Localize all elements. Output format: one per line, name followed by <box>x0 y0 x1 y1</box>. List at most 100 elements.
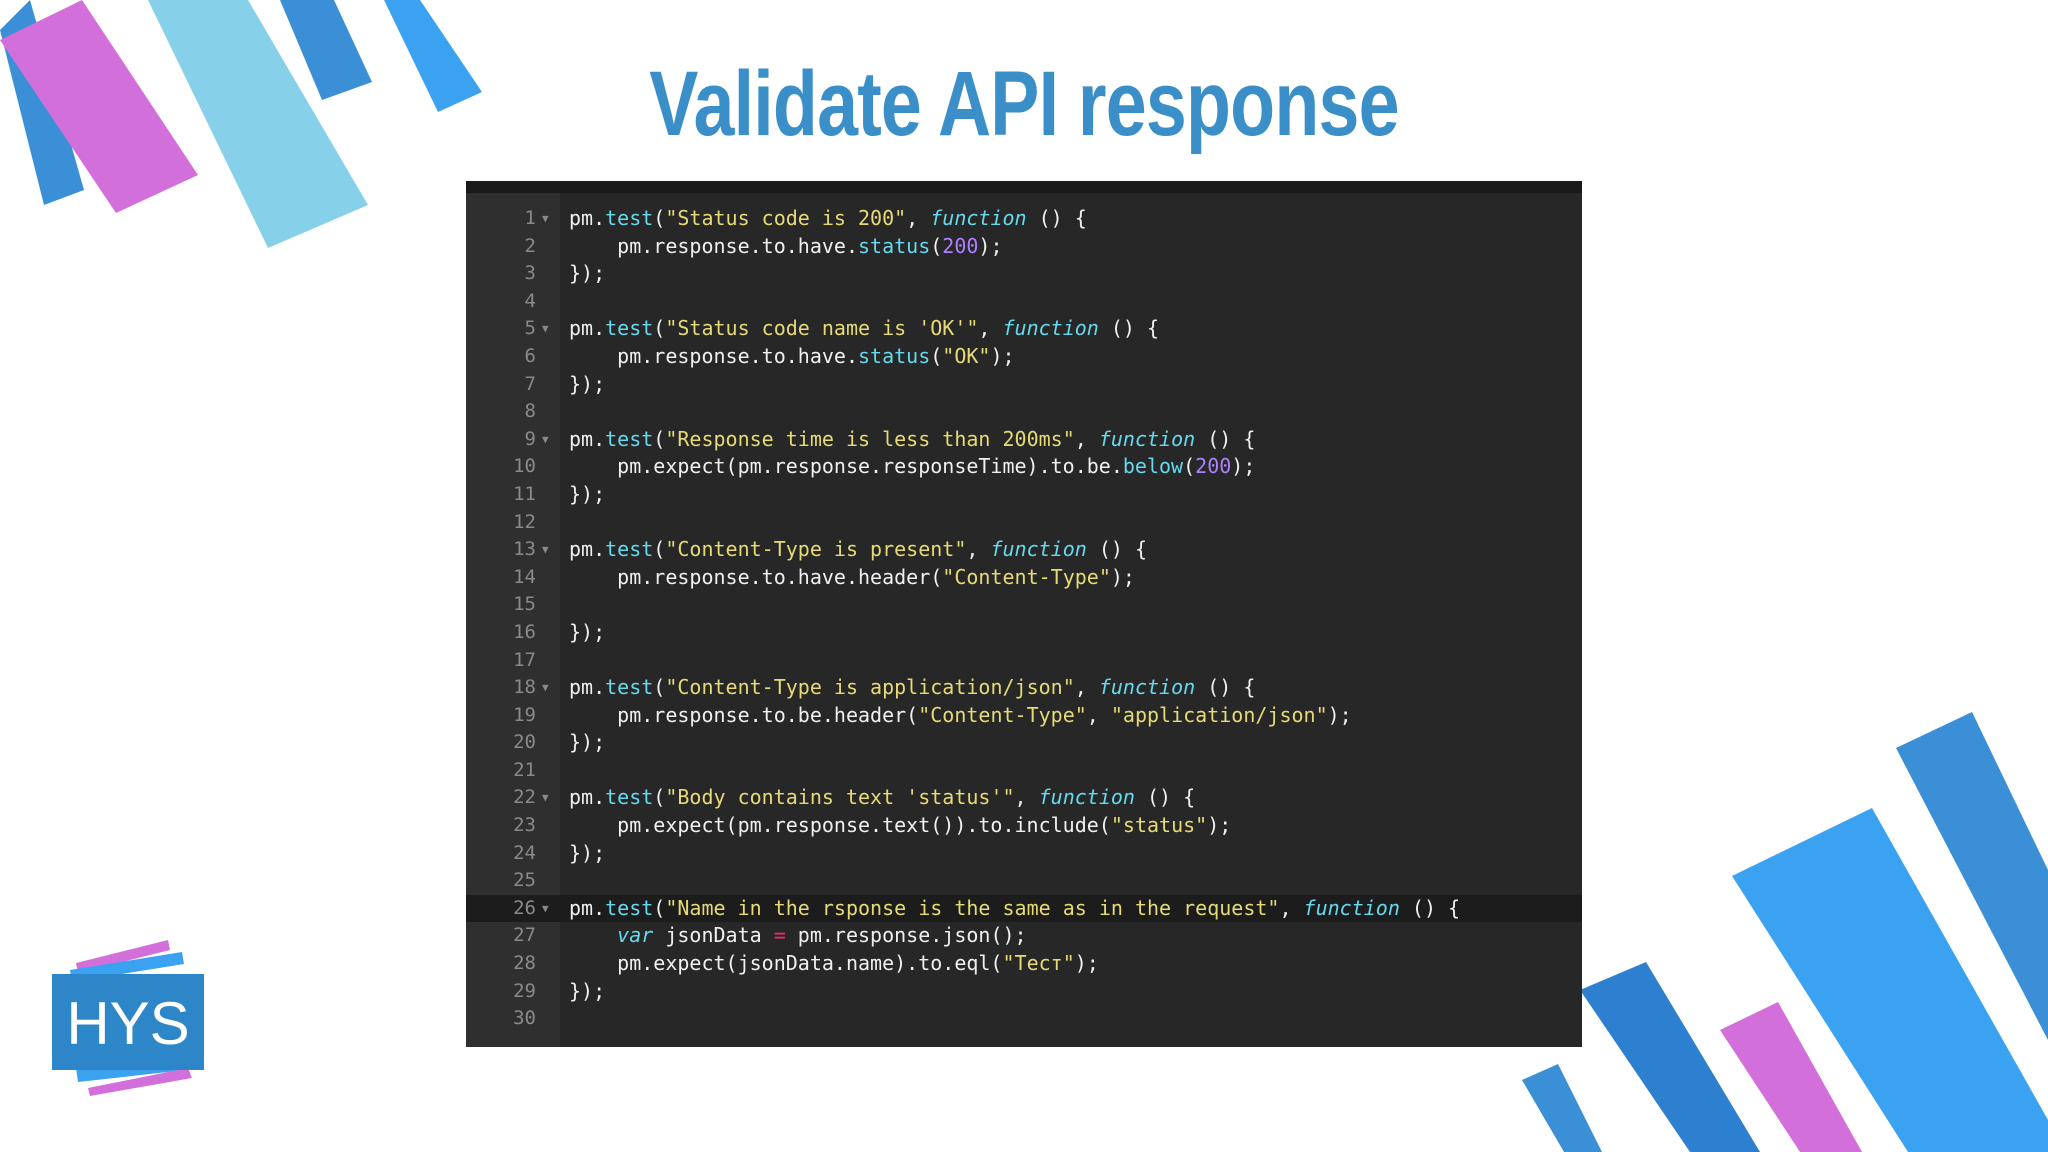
code-line[interactable]: 1▼pm.test("Status code is 200", function… <box>466 205 1582 233</box>
code-line[interactable]: 25 <box>466 867 1582 895</box>
line-number: 15 <box>513 593 536 616</box>
code-line[interactable]: 13▼pm.test("Content-Type is present", fu… <box>466 536 1582 564</box>
code-text: }); <box>569 260 605 288</box>
code-line[interactable]: 30 <box>466 1005 1582 1033</box>
code-line[interactable]: 16}); <box>466 619 1582 647</box>
fold-arrow-icon[interactable]: ▼ <box>542 322 549 336</box>
code-token: pm. <box>569 675 606 700</box>
code-token: ( <box>653 206 666 230</box>
code-line[interactable]: 21 <box>466 757 1582 785</box>
code-line[interactable]: 27 var jsonData = pm.response.json(); <box>466 922 1582 950</box>
code-line[interactable]: 11}); <box>466 481 1582 509</box>
fold-arrow-icon[interactable]: ▼ <box>542 432 549 446</box>
code-token: ( <box>930 233 943 258</box>
code-text: pm.test("Status code name is 'OK'", func… <box>569 315 1159 343</box>
code-line[interactable]: 6 pm.response.to.have.status("OK"); <box>466 343 1582 371</box>
line-number: 9 <box>524 427 536 450</box>
code-token: }); <box>569 978 606 1003</box>
line-number: 25 <box>513 869 536 892</box>
code-token: pm. <box>569 895 606 920</box>
code-line[interactable]: 19 pm.response.to.be.header("Content-Typ… <box>466 702 1582 730</box>
code-token: function <box>1303 895 1400 920</box>
code-token: "Content-Type" <box>918 702 1087 727</box>
code-token: ( <box>653 675 666 700</box>
stripe <box>88 1068 192 1096</box>
code-token: pm.response.to.have. <box>569 343 858 368</box>
code-line[interactable]: 18▼pm.test("Content-Type is application/… <box>466 674 1582 702</box>
line-number: 1 <box>524 207 536 229</box>
code-line[interactable]: 17 <box>466 647 1582 675</box>
line-number: 10 <box>513 455 536 478</box>
code-token: pm.response.json(); <box>785 923 1027 948</box>
code-text: }); <box>569 371 605 399</box>
stripe <box>0 0 198 213</box>
code-token: test <box>605 675 654 700</box>
code-token: ); <box>1074 951 1099 976</box>
stripe <box>1720 1002 1862 1152</box>
code-token: , <box>906 206 931 230</box>
code-line[interactable]: 4 <box>466 288 1582 316</box>
code-line[interactable]: 20}); <box>466 729 1582 757</box>
fold-arrow-icon[interactable]: ▼ <box>542 212 549 225</box>
code-line[interactable]: 26▼pm.test("Name in the rsponse is the s… <box>466 894 1582 923</box>
line-number: 22 <box>513 786 536 809</box>
code-token: pm.expect(jsonData.name).to.eql( <box>569 951 1003 976</box>
code-line[interactable]: 28 pm.expect(jsonData.name).to.eql("Тест… <box>466 950 1582 978</box>
code-token: ); <box>1327 702 1352 727</box>
code-token: "Content-Type is present" <box>665 537 967 562</box>
code-line[interactable]: 10 pm.expect(pm.response.responseTime).t… <box>466 453 1582 481</box>
fold-arrow-icon[interactable]: ▼ <box>542 791 549 805</box>
code-token: , <box>1279 895 1304 920</box>
code-line[interactable]: 29}); <box>466 978 1582 1006</box>
code-token: ( <box>1183 454 1196 479</box>
code-token: ( <box>930 343 943 368</box>
stripe <box>148 0 368 248</box>
stripe <box>1580 962 1760 1152</box>
fold-arrow-icon[interactable]: ▼ <box>542 543 549 557</box>
code-token: "Status code is 200" <box>665 206 907 230</box>
code-token: "Status code name is 'OK'" <box>665 316 979 341</box>
code-token: function <box>1038 785 1135 810</box>
fold-arrow-icon[interactable]: ▼ <box>542 901 549 915</box>
slide-title: Validate API response <box>649 53 1399 155</box>
code-text: pm.response.to.have.header("Content-Type… <box>569 564 1135 592</box>
code-token: var <box>617 923 654 948</box>
code-text: pm.test("Content-Type is present", funct… <box>569 536 1147 564</box>
line-number: 11 <box>513 482 536 505</box>
code-text: pm.response.to.be.header("Content-Type",… <box>569 702 1352 730</box>
code-line[interactable]: 14 pm.response.to.have.header("Content-T… <box>466 564 1582 592</box>
code-token: "Тест" <box>1002 951 1075 976</box>
code-token: () { <box>1134 785 1196 810</box>
code-line[interactable]: 24}); <box>466 840 1582 868</box>
code-line[interactable]: 22▼pm.test("Body contains text 'status'"… <box>466 784 1582 812</box>
code-line[interactable]: 2 pm.response.to.have.status(200); <box>466 233 1582 261</box>
code-line[interactable]: 3}); <box>466 260 1582 288</box>
code-token: () { <box>1098 316 1160 341</box>
line-number: 16 <box>513 620 536 643</box>
code-token: "Name in the rsponse is the same as in t… <box>665 895 1280 920</box>
code-line[interactable]: 9▼pm.test("Response time is less than 20… <box>466 426 1582 454</box>
code-token: }); <box>569 371 606 396</box>
code-text: pm.test("Content-Type is application/jso… <box>569 674 1255 702</box>
code-token: pm. <box>569 206 606 230</box>
code-token: ); <box>1231 454 1256 479</box>
code-line[interactable]: 5▼pm.test("Status code name is 'OK'", fu… <box>466 315 1582 343</box>
code-line[interactable]: 7}); <box>466 371 1582 399</box>
line-number: 29 <box>513 979 536 1002</box>
fold-arrow-icon[interactable]: ▼ <box>542 681 549 695</box>
code-token: pm.expect(pm.response.text()).to.include… <box>569 813 1111 838</box>
line-number: 6 <box>524 344 536 367</box>
line-number: 24 <box>513 841 536 864</box>
code-text: }); <box>569 481 605 509</box>
code-token: = <box>773 923 786 948</box>
code-editor[interactable]: 1▼pm.test("Status code is 200", function… <box>466 181 1582 1047</box>
code-token: "application/json" <box>1110 702 1328 727</box>
code-line[interactable]: 15 <box>466 591 1582 619</box>
code-text: pm.expect(jsonData.name).to.eql("Тест"); <box>569 950 1099 978</box>
code-line[interactable]: 12 <box>466 509 1582 537</box>
code-token: test <box>605 537 654 562</box>
code-token: below <box>1122 454 1184 479</box>
code-line[interactable]: 23 pm.expect(pm.response.text()).to.incl… <box>466 812 1582 840</box>
code-line[interactable]: 8 <box>466 398 1582 426</box>
stripe <box>384 0 482 112</box>
